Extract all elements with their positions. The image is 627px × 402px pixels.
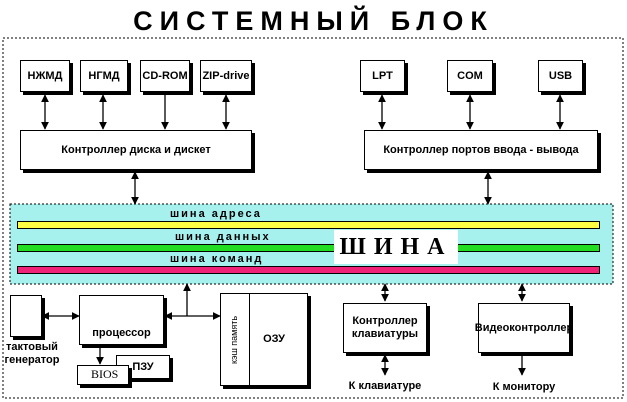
keyboard-controller-box: Контроллер клавиатуры <box>343 303 427 353</box>
com-port-box: COM <box>447 60 493 92</box>
keyboard-ctrl-line2: клавиатуры <box>351 328 419 340</box>
hdd-box: НЖМД <box>20 60 70 92</box>
address-bus-label: шина адреса <box>170 208 262 220</box>
clock-label-line1: тактовый <box>6 341 58 353</box>
cache-section: кэш память <box>220 293 250 386</box>
disk-controller-box: Контроллер диска и дискет <box>20 130 252 170</box>
clock-label-line2: генератор <box>4 353 60 366</box>
to-monitor-label: К монитору <box>492 381 556 393</box>
zip-drive-box: ZIP-drive <box>200 60 252 92</box>
diagram-title: СИСТЕМНЫЙ БЛОК <box>133 6 494 36</box>
usb-port-box: USB <box>538 60 583 92</box>
port-controller-box: Контроллер портов ввода - вывода <box>364 130 598 170</box>
lpt-port-box: LPT <box>360 60 405 92</box>
bus-big-label: ШИНА <box>334 230 458 264</box>
command-bus-label: шина команд <box>170 253 264 265</box>
cdrom-box: CD-ROM <box>140 60 190 92</box>
address-bus-line <box>17 221 600 229</box>
bios-box: BIOS <box>77 365 129 385</box>
data-bus-line <box>17 244 600 252</box>
cache-label: кэш память <box>229 315 240 364</box>
to-keyboard-label: К клавиатуре <box>348 380 422 392</box>
data-bus-label: шина данных <box>175 231 271 243</box>
fdd-box: НГМД <box>80 60 128 92</box>
keyboard-ctrl-line1: Контроллер <box>352 315 418 328</box>
processor-box: процессор <box>79 295 164 345</box>
system-unit-frame <box>2 37 624 399</box>
ram-box: ОЗУ <box>220 293 308 386</box>
clock-generator-box <box>10 295 42 337</box>
video-controller-box: Видеоконтроллер <box>475 303 573 353</box>
clock-generator-label: тактовый генератор <box>2 341 62 366</box>
command-bus-line <box>17 266 600 274</box>
